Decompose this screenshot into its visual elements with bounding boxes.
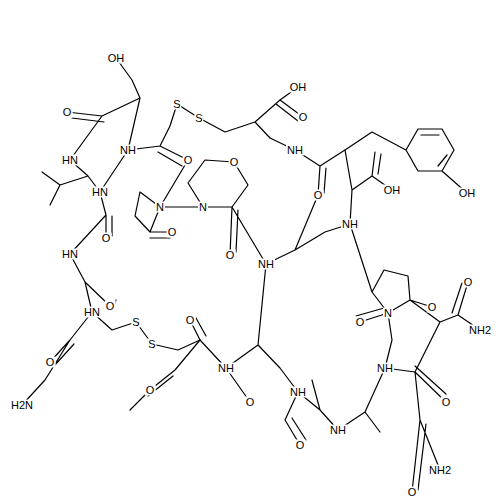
atom-label: OH — [107, 53, 126, 64]
atom-label: O — [101, 233, 112, 244]
atom-label: O — [105, 301, 116, 312]
atom-label: N — [155, 202, 165, 213]
atom-label: NH — [289, 387, 307, 398]
bond — [350, 224, 480, 372]
atom-label: O — [145, 385, 156, 396]
atom-label: NH — [329, 425, 347, 436]
bond — [22, 254, 200, 405]
atom-label: O — [313, 190, 324, 201]
bond — [135, 160, 266, 264]
atom-label: OH — [383, 185, 402, 196]
atom-label: S — [194, 113, 203, 124]
atom-label: O — [355, 317, 366, 328]
atom-label: O — [185, 315, 196, 326]
bond — [130, 340, 200, 410]
atom-label: NH — [217, 363, 235, 374]
atom-label: HN — [61, 155, 79, 166]
atom-label: NH2 — [428, 465, 452, 476]
atom-label: OH — [458, 188, 477, 199]
atom-label: O — [183, 155, 194, 166]
atom-label: O — [441, 397, 452, 408]
atom-label: O — [295, 440, 306, 451]
atom-label: S — [131, 317, 140, 328]
atom-label: NH — [376, 363, 394, 374]
atom-label: O — [45, 357, 56, 368]
atom-label: NH — [286, 145, 304, 156]
atom-label: HN — [61, 249, 79, 260]
atom-label: O — [225, 250, 236, 261]
atom-label: H2N — [10, 400, 34, 411]
atom-label: N — [383, 308, 393, 319]
atom-label: S — [172, 99, 181, 110]
atom-label: OH — [289, 82, 308, 93]
atom-label: NH — [257, 259, 275, 270]
atom-label: HN — [91, 187, 109, 198]
bond-lines — [22, 58, 480, 492]
atom-label: N — [198, 202, 208, 213]
atom-label: NH — [119, 145, 137, 156]
bond — [295, 129, 467, 195]
atom-label: NH2 — [468, 325, 492, 336]
atom-label: O — [229, 157, 240, 168]
atom-label: NH — [341, 219, 359, 230]
bond — [199, 87, 303, 150]
atom-label: S — [147, 339, 156, 350]
atom-label: O — [245, 397, 256, 408]
atom-label: HN — [83, 307, 101, 318]
atom-label: O — [62, 107, 73, 118]
bond — [67, 58, 199, 166]
bond — [42, 150, 128, 254]
bond — [266, 195, 350, 264]
bond — [190, 264, 446, 492]
atom-label: O — [298, 112, 309, 123]
atom-label: O — [407, 486, 418, 497]
atom-label: O — [167, 227, 178, 238]
atom-label: O — [427, 302, 438, 313]
atom-label: O — [463, 277, 474, 288]
